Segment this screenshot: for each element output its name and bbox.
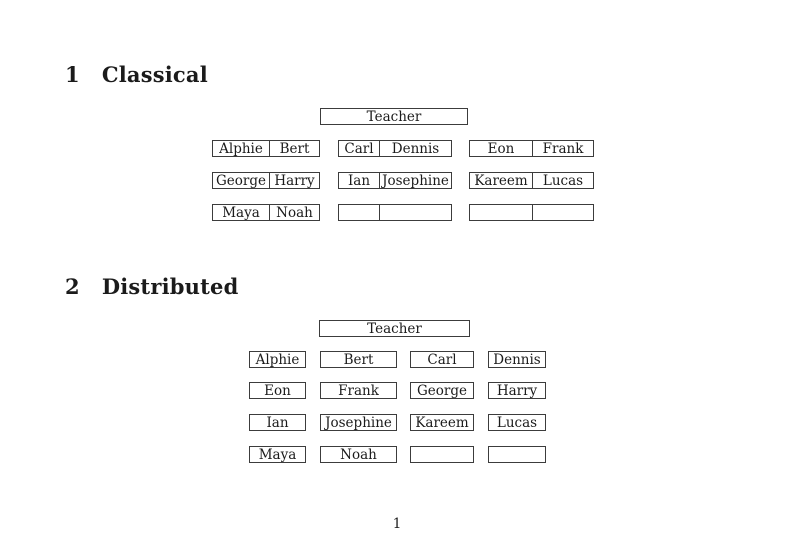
seat: George <box>213 173 270 188</box>
page-number: 1 <box>392 516 402 532</box>
desk: Alphie <box>249 351 306 368</box>
seat: Ian <box>339 173 380 188</box>
seat: Lucas <box>542 172 584 189</box>
desk: Ian Josephine <box>338 172 452 189</box>
desk: Dennis <box>488 351 546 368</box>
desk-empty <box>469 204 594 221</box>
teacher-box: Teacher <box>320 108 468 125</box>
desk: Alphie Bert <box>212 140 320 157</box>
section-number: 1 <box>65 62 80 87</box>
desk: Noah <box>320 446 397 463</box>
seat: Kareem <box>470 173 533 188</box>
section-title: Classical <box>101 62 208 87</box>
seat: Harry <box>274 172 315 189</box>
seat: Alphie <box>213 141 270 156</box>
seat: Josephine <box>382 172 449 189</box>
seat-empty <box>533 205 593 220</box>
desk: Carl <box>410 351 474 368</box>
desk: Carl Dennis <box>338 140 452 157</box>
desk: Bert <box>320 351 397 368</box>
desk-empty <box>338 204 452 221</box>
desk: Ian <box>249 414 306 431</box>
seat: Dennis <box>391 140 440 157</box>
seat: Carl <box>339 141 380 156</box>
section-heading-classical: 1 Classical <box>65 64 208 85</box>
section-number: 2 <box>65 274 80 299</box>
desk: Kareem <box>410 414 474 431</box>
desk: George <box>410 382 474 399</box>
seat-empty <box>470 205 533 220</box>
desk: Eon <box>249 382 306 399</box>
desk-empty <box>488 446 546 463</box>
teacher-label: Teacher <box>366 108 422 125</box>
desk: Lucas <box>488 414 546 431</box>
desk: Maya Noah <box>212 204 320 221</box>
seat: Noah <box>276 204 313 221</box>
desk: Eon Frank <box>469 140 594 157</box>
teacher-label: Teacher <box>367 320 422 337</box>
seat: Bert <box>279 140 310 157</box>
desk: Harry <box>488 382 546 399</box>
desk: George Harry <box>212 172 320 189</box>
desk: Kareem Lucas <box>469 172 594 189</box>
desk: Maya <box>249 446 306 463</box>
desk-empty <box>410 446 474 463</box>
desk: Josephine <box>320 414 397 431</box>
seat-empty <box>380 205 451 220</box>
section-title: Distributed <box>101 274 239 299</box>
section-heading-distributed: 2 Distributed <box>65 276 238 297</box>
seat-empty <box>339 205 380 220</box>
teacher-box: Teacher <box>319 320 470 337</box>
seat: Eon <box>470 141 533 156</box>
seat: Maya <box>213 205 270 220</box>
seat: Frank <box>542 140 584 157</box>
desk: Frank <box>320 382 397 399</box>
